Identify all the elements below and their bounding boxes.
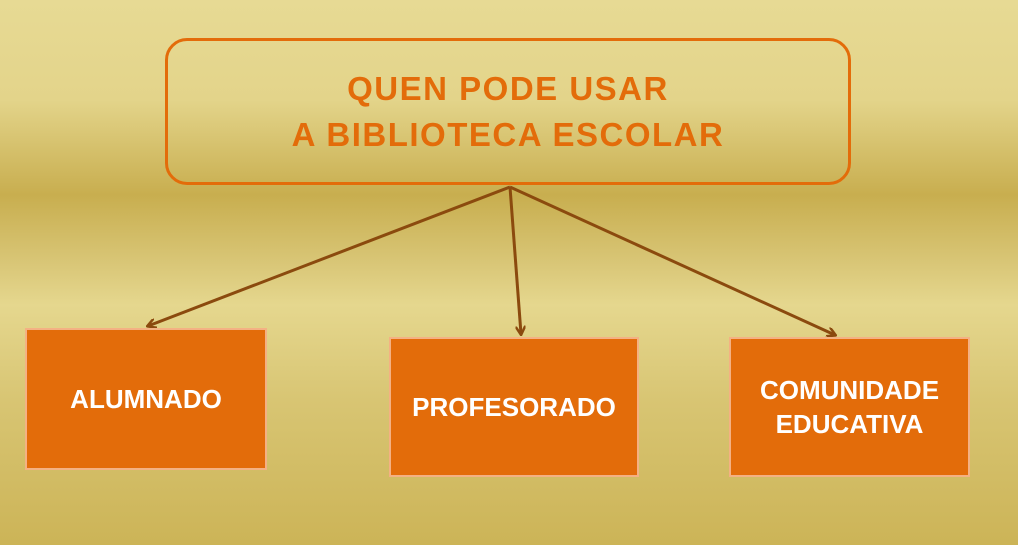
box-comunidade-label-line-1: COMUNIDADE <box>759 375 940 405</box>
box-alumnado-label: ALUMNADO <box>70 384 222 414</box>
title-line-1: QUEN PODE USAR <box>347 69 669 107</box>
box-profesorado: PROFESORADO <box>389 337 639 477</box>
arrow-to-profesorado <box>508 186 521 334</box>
title-line-2: A BIBLIOTECA ESCOLAR <box>291 115 725 153</box>
box-comunidade-label-line-2: EDUCATIVA <box>775 409 924 439</box>
arrow-to-alumnado <box>148 185 511 326</box>
arrow-to-comunidade <box>509 185 835 335</box>
box-alumnado: ALUMNADO <box>25 328 267 470</box>
title-box: QUEN PODE USAR A BIBLIOTECA ESCOLAR <box>165 38 851 185</box>
box-profesorado-label: PROFESORADO <box>412 392 616 422</box>
box-comunidade-educativa: COMUNIDADE EDUCATIVA <box>729 337 970 477</box>
